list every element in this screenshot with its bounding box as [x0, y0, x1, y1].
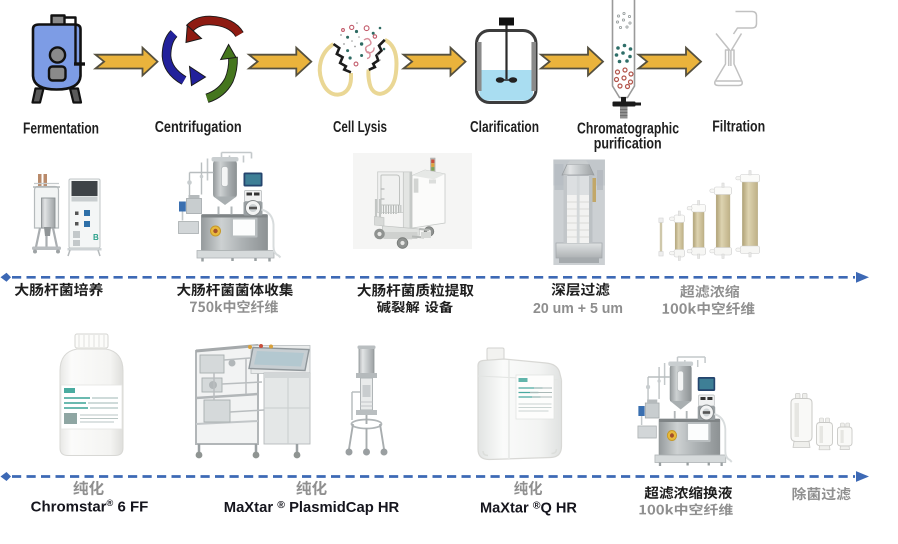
- svg-text:Chromstar® 6 FF: Chromstar® 6 FF: [31, 498, 149, 516]
- svg-text:purification: purification: [594, 136, 662, 153]
- svg-text:B: B: [93, 233, 99, 242]
- svg-text:MaXtar ®Q HR: MaXtar ®Q HR: [480, 499, 577, 516]
- svg-text:Clarification: Clarification: [470, 119, 539, 136]
- svg-text:Filtration: Filtration: [712, 119, 765, 136]
- svg-text:Centrifugation: Centrifugation: [155, 119, 242, 136]
- svg-text:Chromatographic: Chromatographic: [577, 121, 679, 138]
- svg-text:MaXtar ® PlasmidCap HR: MaXtar ® PlasmidCap HR: [224, 499, 400, 516]
- svg-text:Cell Lysis: Cell Lysis: [333, 119, 387, 136]
- svg-text:20 um + 5 um: 20 um + 5 um: [533, 300, 623, 317]
- svg-text:Fermentation: Fermentation: [23, 120, 99, 137]
